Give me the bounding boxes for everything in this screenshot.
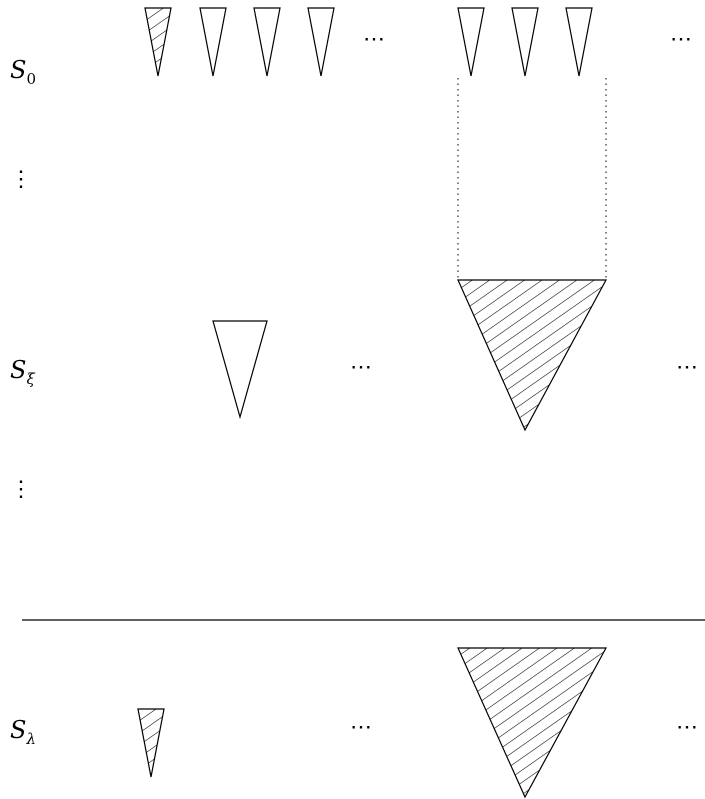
tree-s0-4 [307, 7, 335, 77]
horizontal-ellipsis-s0-mid: ⋯ [363, 27, 385, 52]
tree-s-xi-2-hatched [457, 279, 608, 432]
horizontal-ellipsis-s-xi-mid: ⋯ [350, 355, 372, 380]
tree-s0-7 [565, 7, 593, 77]
horizontal-ellipsis-s0-right: ⋯ [670, 27, 692, 52]
tree-s0-1-hatched [144, 7, 172, 77]
tree-s0-2 [199, 7, 227, 77]
tree-s0-5 [457, 7, 485, 77]
row-label-s-lambda: Sλ [10, 716, 36, 748]
vertical-ellipsis-lower: ⋮ [10, 477, 32, 502]
tree-s-lambda-1-hatched [137, 708, 165, 778]
row-label-s-xi: Sξ [10, 356, 35, 388]
tree-s0-3 [253, 7, 281, 77]
horizontal-ellipsis-s-lambda-mid: ⋯ [350, 715, 372, 740]
vertical-ellipsis-upper: ⋮ [10, 167, 32, 192]
tree-s-lambda-2-hatched [457, 647, 608, 799]
tree-s0-6 [511, 7, 539, 77]
horizontal-ellipsis-s-lambda-right: ⋯ [676, 715, 698, 740]
tree-s-xi-1 [212, 320, 268, 420]
horizontal-ellipsis-s-xi-right: ⋯ [676, 355, 698, 380]
row-label-s0: S0 [10, 56, 36, 88]
